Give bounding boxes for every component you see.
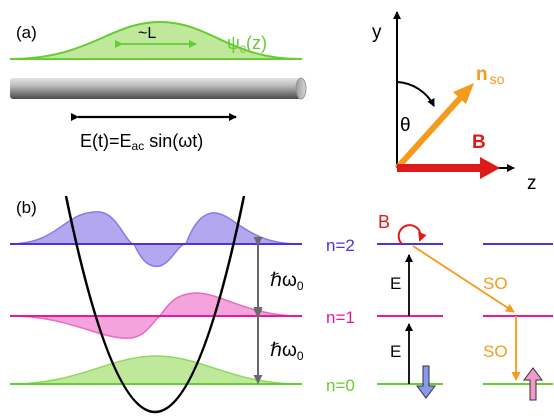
- e-label-upper: E: [390, 274, 401, 293]
- panel-a-label: (a): [16, 23, 37, 42]
- level-label-n0: n=0: [326, 376, 355, 395]
- b-loop: [397, 224, 427, 245]
- harmonic-potential: [64, 195, 246, 414]
- b-loop-label: B: [378, 212, 390, 232]
- so-label-lower: SO: [483, 342, 508, 361]
- z-axis-label: z: [527, 173, 537, 194]
- spin-up-arrow: [523, 367, 543, 401]
- nanowire: [10, 78, 301, 99]
- theta-label: θ: [400, 115, 411, 136]
- y-axis-label: y: [372, 22, 382, 43]
- spacing-label-lower: ℏω0: [270, 340, 304, 363]
- spin-down-arrow: [416, 365, 436, 399]
- level-label-n1: n=1: [326, 308, 355, 327]
- so-label-upper: SO: [483, 274, 508, 293]
- wf-n0-fill: [10, 356, 300, 384]
- wf-n0-curve: [9, 355, 301, 385]
- wf-n2-fill: [10, 211, 300, 267]
- panel-b-label: (b): [16, 198, 37, 217]
- b-vector-head: [480, 157, 500, 179]
- width-label: ~L: [138, 25, 156, 42]
- so-arrow-upper: [412, 245, 515, 313]
- nso-vector-head: [453, 83, 474, 104]
- nanowire-end-cap: [295, 77, 307, 100]
- wavefunction-psi0-curve: [9, 20, 301, 60]
- spacing-label-upper: ℏω0: [270, 270, 304, 293]
- wavefunction-label: ψ0(z): [227, 33, 267, 56]
- b-label: B: [472, 132, 486, 153]
- ac-field-label: E(t)=Eac sin(ωt): [80, 131, 203, 153]
- level-label-n2: n=2: [326, 236, 355, 255]
- wf-n1-fill: [10, 293, 300, 339]
- wf-n2-curve: [9, 211, 301, 268]
- nso-vector: [394, 93, 465, 171]
- theta-arc: [396, 81, 435, 107]
- e-label-lower: E: [390, 342, 401, 361]
